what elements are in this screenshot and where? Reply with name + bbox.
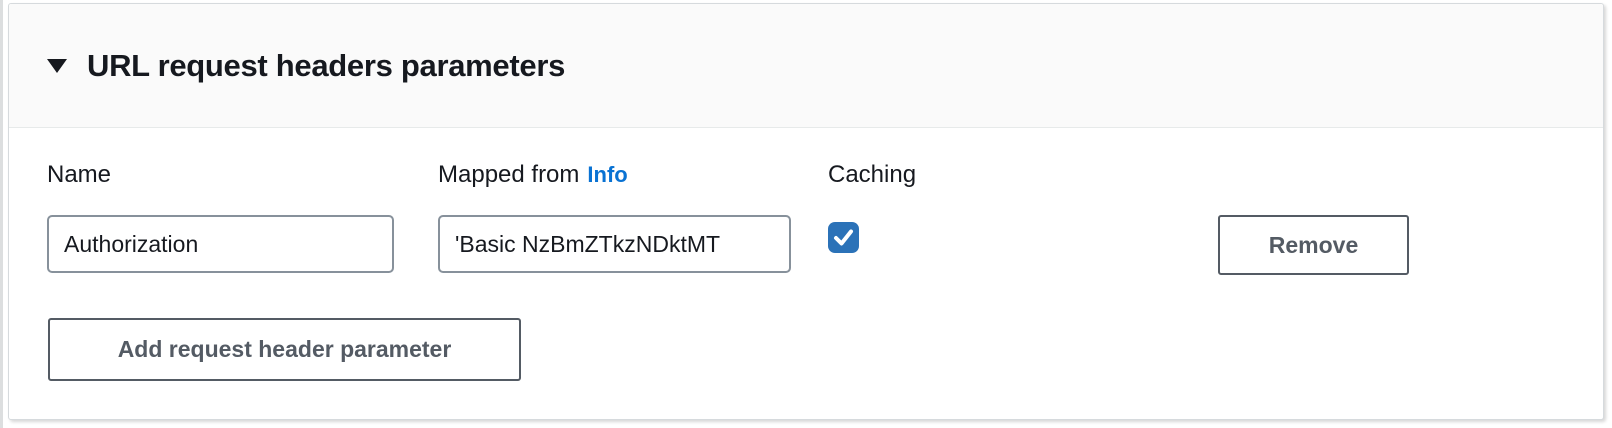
info-link[interactable]: Info	[587, 162, 628, 187]
section-header-toggle[interactable]: URL request headers parameters	[9, 4, 1603, 128]
caching-checkbox[interactable]	[828, 222, 859, 253]
url-request-headers-section: URL request headers parameters Name Mapp…	[8, 3, 1604, 420]
section-title: URL request headers parameters	[87, 47, 566, 83]
add-request-header-parameter-button[interactable]: Add request header parameter	[48, 318, 521, 381]
name-field-group: Name	[47, 161, 394, 273]
page-edge-divider	[0, 0, 3, 428]
caching-label: Caching	[828, 161, 917, 188]
remove-button[interactable]: Remove	[1218, 215, 1409, 275]
name-label: Name	[47, 161, 112, 188]
collapse-caret-icon	[47, 58, 67, 73]
mapped-from-input[interactable]	[438, 215, 791, 273]
caching-field-group: Caching	[828, 161, 1028, 253]
checkmark-icon	[834, 229, 853, 246]
name-input[interactable]	[47, 215, 394, 273]
